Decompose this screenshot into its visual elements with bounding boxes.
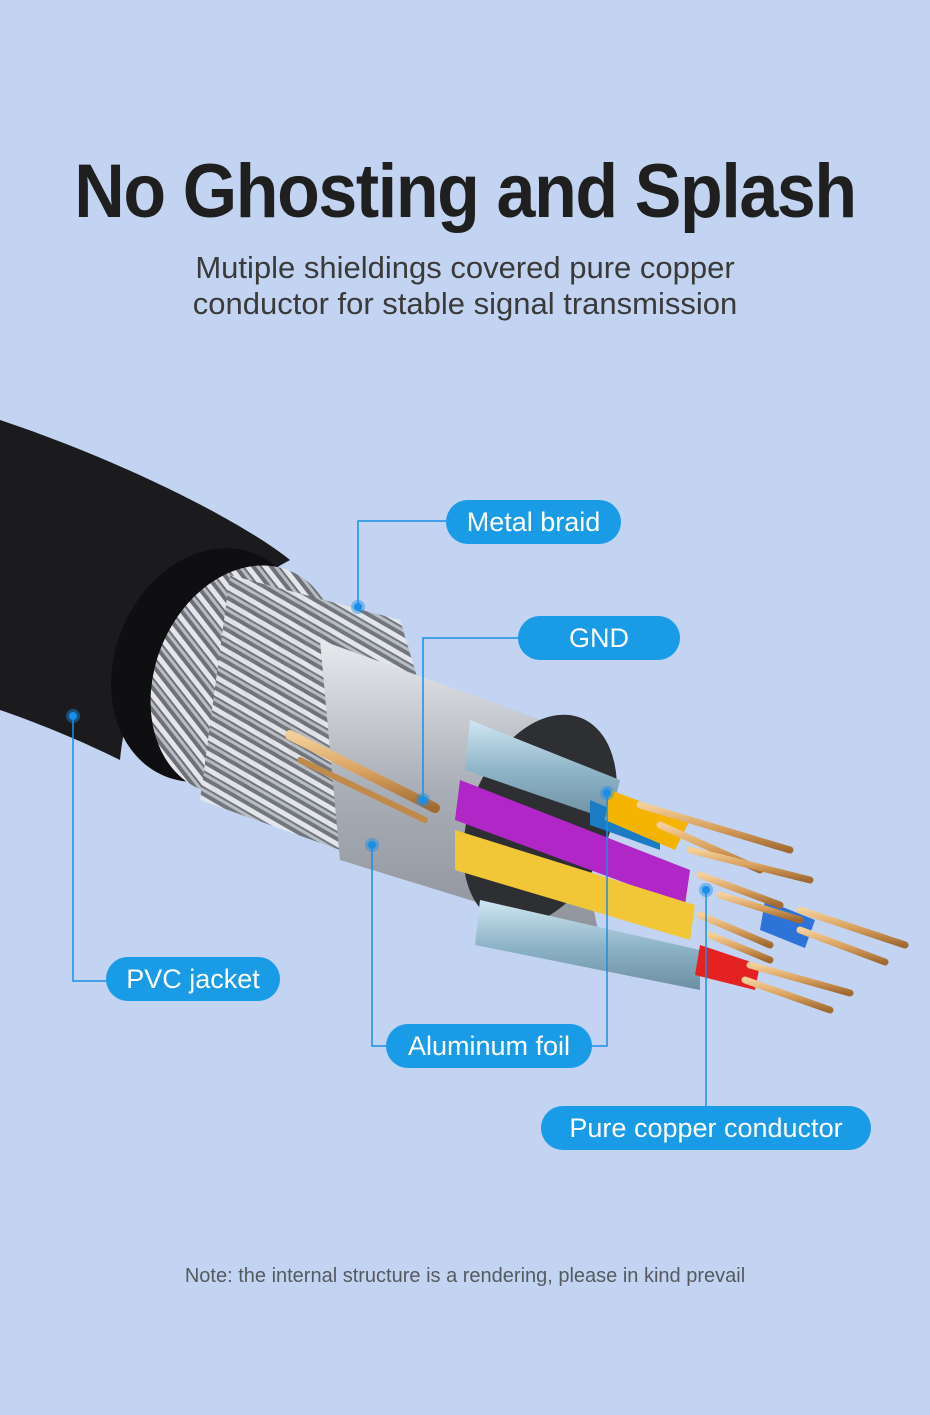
copper-conductors: [636, 801, 909, 1014]
callout-pure-copper-conductor: Pure copper conductor: [541, 1106, 871, 1150]
callout-aluminum-foil: Aluminum foil: [386, 1024, 592, 1068]
callout-leaders: [72, 520, 707, 1108]
callout-dots: [66, 600, 713, 897]
subtitle-line-1: Mutiple shieldings covered pure copper: [195, 250, 735, 285]
callout-gnd: GND: [518, 616, 680, 660]
subtitle-line-2: conductor for stable signal transmission: [192, 286, 738, 321]
callout-pvc-jacket: PVC jacket: [106, 957, 280, 1001]
subtitle: Mutiple shieldings covered pure copper c…: [0, 250, 930, 322]
callout-metal-braid: Metal braid: [446, 500, 621, 544]
inner-wires: [455, 720, 815, 990]
gnd-wire: [285, 730, 440, 823]
disclaimer-note: Note: the internal structure is a render…: [184, 1265, 746, 1287]
headline: No Ghosting and Splash: [74, 149, 857, 234]
